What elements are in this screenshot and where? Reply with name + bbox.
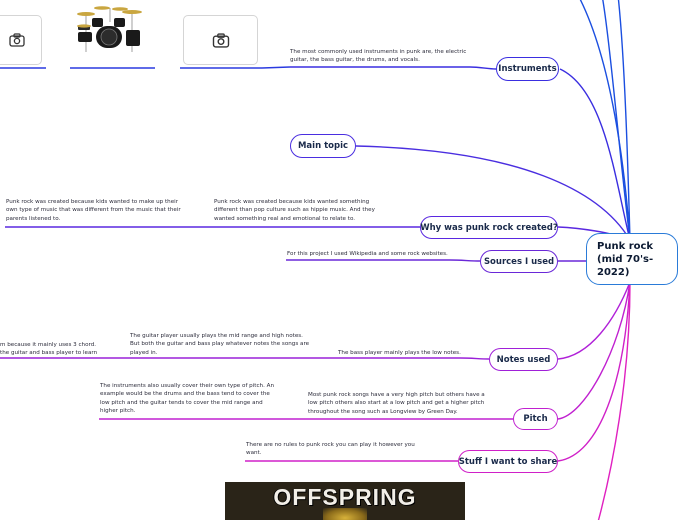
note-pitch-2: The instruments also usually cover their… [100,383,275,415]
logo-glow [323,508,367,520]
logo-text: OFFSPRING [273,484,417,510]
image-placeholder-right [183,15,258,65]
topic-why-label: Why was punk rock created? [420,222,558,233]
topic-instruments[interactable]: Instruments [496,57,559,81]
topic-main-label: Main topic [297,141,349,151]
note-sources: For this project I used Wikipedia and so… [287,251,448,257]
topic-share-label: Stuff I want to share [458,456,558,467]
image-placeholder-left [0,15,42,65]
note-why-2: Punk rock was created because kids wante… [6,199,181,222]
drum-kit-image [72,2,146,58]
topic-notes-used[interactable]: Notes used [489,348,558,371]
topic-sources[interactable]: Sources I used [480,250,558,273]
note-notes-3: m because it mainly uses 3 chord. the gu… [0,342,98,357]
topic-pitch-label: Pitch [523,414,548,424]
note-instruments: The most commonly used instruments in pu… [290,49,467,64]
topic-why-punk-rock[interactable]: Why was punk rock created? [420,216,558,239]
central-topic-label: Punk rock (mid 70's-2022) [597,241,654,278]
note-pitch-1: Most punk rock songs have a very high pi… [308,392,485,415]
topic-instruments-label: Instruments [498,64,557,74]
note-share: There are no rules to punk rock you can … [246,442,415,457]
note-why-1: Punk rock was created because kids wante… [214,199,375,222]
topic-notes-label: Notes used [496,354,551,365]
topic-pitch[interactable]: Pitch [513,408,558,430]
topic-main[interactable]: Main topic [290,134,356,158]
drum-kit-icon [77,6,142,52]
central-topic[interactable]: Punk rock (mid 70's-2022) [586,233,678,285]
topic-sources-label: Sources I used [483,256,555,267]
topic-stuff-to-share[interactable]: Stuff I want to share [458,450,558,473]
offspring-logo-image: OFFSPRING [225,482,465,520]
camera-icon [212,32,229,48]
note-notes-1: The bass player mainly plays the low not… [338,350,461,356]
note-notes-2: The guitar player usually plays the mid … [130,333,310,356]
camera-icon [9,33,25,47]
